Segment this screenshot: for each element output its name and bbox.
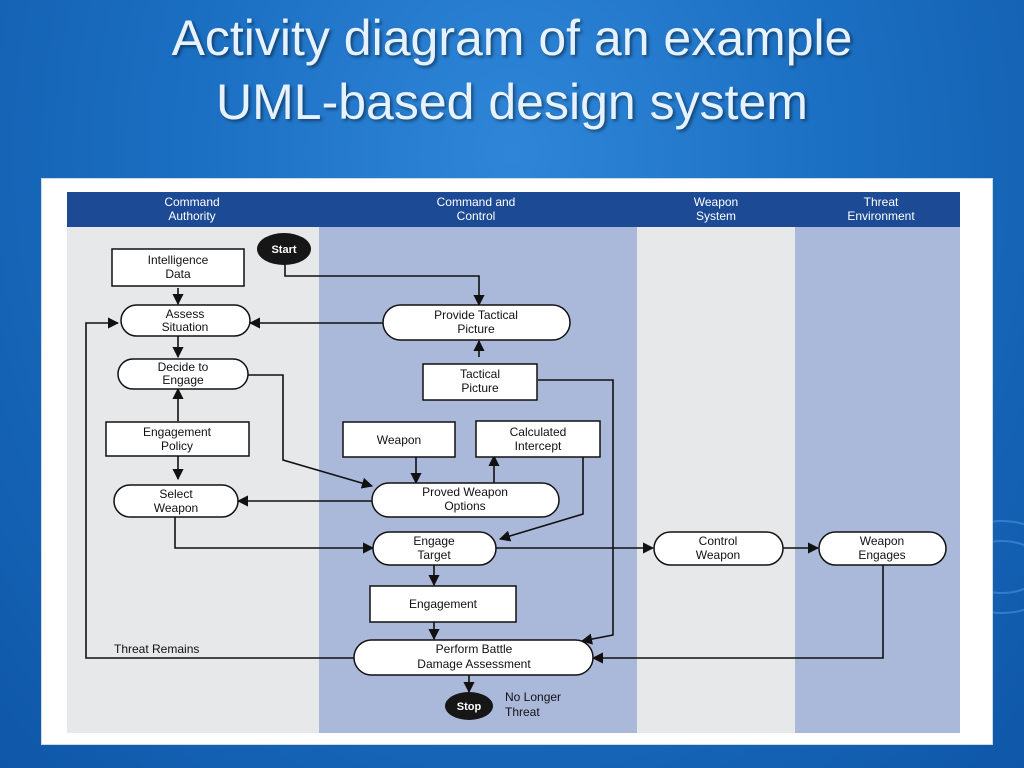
edge-intercept-to-engage <box>498 457 584 542</box>
object-tactical-picture <box>422 363 538 401</box>
no-longer-threat-line-2: Threat <box>505 705 540 719</box>
activity-diagram: Command Authority Command and Control We… <box>67 192 960 733</box>
object-engagement-policy <box>105 421 250 457</box>
weapon-object-label: Weapon <box>377 433 421 447</box>
title-line-1: Activity diagram of an example <box>171 10 853 66</box>
object-weapon <box>342 421 456 458</box>
lane-title-4-line-2: Environment <box>847 209 915 223</box>
edge-decide-to-options <box>248 374 374 489</box>
assess-situation-line-1: Assess <box>166 307 205 321</box>
lane-title-2-line-2: Control <box>457 209 496 223</box>
lane-command-authority <box>67 227 319 733</box>
proved-options-line-2: Options <box>444 499 485 513</box>
calculated-intercept-line-1: Calculated <box>510 425 567 439</box>
tactical-picture-line-1: Tactical <box>460 367 500 381</box>
lane-weapon-system <box>637 227 795 733</box>
intelligence-data-line-2: Data <box>165 267 191 281</box>
activity-assess-situation <box>120 304 251 337</box>
decide-to-engage-line-1: Decide to <box>158 360 209 374</box>
engage-target-line-1: Engage <box>413 534 455 548</box>
edge-tactical-to-bda <box>538 379 614 645</box>
lane-title-1-line-2: Authority <box>168 209 215 223</box>
weapon-engages-line-2: Engages <box>858 548 905 562</box>
bda-line-2: Damage Assessment <box>417 657 531 671</box>
activity-proved-weapon-options <box>371 482 560 518</box>
no-longer-threat-line-1: No Longer <box>505 690 561 704</box>
control-weapon-line-2: Weapon <box>696 548 740 562</box>
decide-to-engage-line-2: Engage <box>162 373 204 387</box>
start-label: Start <box>271 244 296 256</box>
title-line-2: UML-based design system <box>216 74 808 130</box>
provide-tactical-line-1: Provide Tactical <box>434 308 518 322</box>
lane-title-3-line-2: System <box>696 209 736 223</box>
edge-weapon-engages-to-bda <box>591 565 884 664</box>
activity-control-weapon <box>653 531 784 566</box>
activity-engage-target <box>372 531 497 566</box>
slide-title: Activity diagram of an example UML-based… <box>0 6 1024 134</box>
proved-options-line-1: Proved Weapon <box>422 485 508 499</box>
provide-tactical-line-2: Picture <box>457 322 495 336</box>
stop-node <box>445 692 493 720</box>
select-weapon-line-2: Weapon <box>154 501 198 515</box>
stop-label: Stop <box>457 701 482 713</box>
edge-start-to-provide <box>284 261 485 307</box>
edge-select-to-engage <box>174 517 375 554</box>
diagram-panel: Command Authority Command and Control We… <box>41 178 993 745</box>
activity-weapon-engages <box>818 531 947 566</box>
weapon-engages-line-1: Weapon <box>860 534 904 548</box>
activity-provide-tactical-picture <box>382 304 571 341</box>
lane-title-1-line-1: Command <box>164 195 219 209</box>
activity-select-weapon <box>113 484 239 518</box>
assess-situation-line-2: Situation <box>162 320 209 334</box>
lane-title-4-line-1: Threat <box>864 195 899 209</box>
lane-title-3-line-1: Weapon <box>694 195 738 209</box>
activity-decide-to-engage <box>117 358 249 390</box>
bda-line-1: Perform Battle <box>436 642 513 656</box>
engage-target-line-2: Target <box>417 548 451 562</box>
edge-threat-remains-loop <box>85 317 354 659</box>
intelligence-data-line-1: Intelligence <box>148 253 209 267</box>
lane-title-2-line-1: Command and <box>437 195 516 209</box>
engagement-object-label: Engagement <box>409 597 478 611</box>
object-calculated-intercept <box>475 420 601 458</box>
tactical-picture-line-2: Picture <box>461 381 499 395</box>
start-node <box>257 233 311 265</box>
object-intelligence-data <box>111 248 245 287</box>
activity-perform-bda <box>353 639 594 676</box>
object-engagement <box>369 585 517 623</box>
engagement-policy-line-2: Policy <box>161 439 193 453</box>
control-weapon-line-1: Control <box>699 534 738 548</box>
select-weapon-line-1: Select <box>159 487 193 501</box>
calculated-intercept-line-2: Intercept <box>515 439 562 453</box>
threat-remains-label: Threat Remains <box>114 642 199 656</box>
swimlane-header <box>67 192 960 227</box>
engagement-policy-line-1: Engagement <box>143 425 212 439</box>
lane-threat-environment <box>795 227 960 733</box>
